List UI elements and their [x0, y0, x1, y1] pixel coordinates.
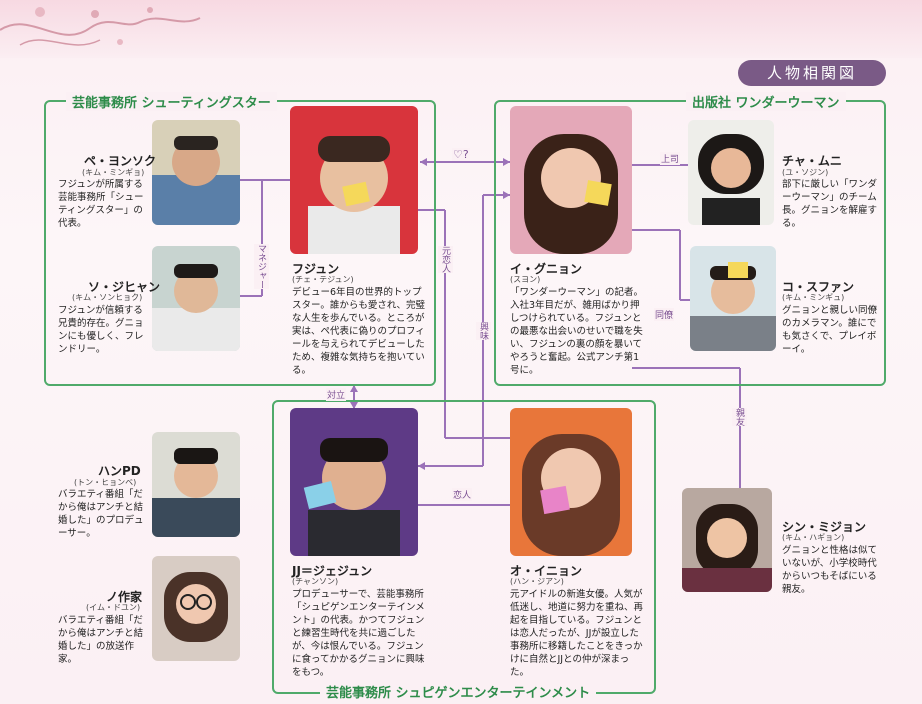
yomi-gunyon: (スヨン): [510, 275, 541, 284]
header-band: [0, 0, 922, 58]
group-label-wonder-woman: 出版社 ワンダーウーマン: [686, 92, 846, 111]
yomi-so-jihyan: (キム・ソンヒョク): [72, 293, 143, 302]
photo-ko-sufan: [690, 246, 776, 351]
group-label-shooting-star: 芸能事務所 シューティングスター: [66, 92, 277, 111]
photo-shin-mijon: [682, 488, 772, 592]
name-inyon: オ・イニョン: [510, 564, 583, 578]
relation-ex-lover: 元恋人: [438, 246, 453, 273]
photo-so-jihyan: [152, 246, 240, 351]
photo-pe-yonsok: [152, 120, 240, 225]
floral-ornament: [0, 7, 201, 46]
chart-title: 人物相関図: [738, 60, 886, 86]
desc-fujun: デビュー6年目の世界的トップスター。誰からも愛され、完璧な人生を歩んでいる。とこ…: [292, 287, 426, 376]
desc-han-pd: バラエティ番組「だから俺はアンチと結婚した」のプロデューサー。: [58, 489, 144, 539]
relation-boss: 上司: [660, 152, 681, 165]
relation-lovers: 恋人: [452, 488, 473, 501]
photo-cha-muni: [688, 120, 774, 225]
desc-no-writer: バラエティ番組「だから俺はアンチと結婚した」の放送作家。: [58, 615, 144, 665]
yomi-fujun: (チェ・テジュン): [292, 275, 354, 284]
yomi-cha-muni: (ユ・ソジン): [782, 168, 829, 177]
photo-han-pd: [152, 432, 240, 537]
name-shin-mijon: シン・ミジョン: [782, 520, 867, 534]
name-cha-muni: チャ・ムニ: [782, 154, 842, 168]
yomi-pe-yonsok: (キム・ミンギョ): [82, 168, 145, 177]
photo-inyon: [510, 408, 632, 556]
name-fujun: フジュン: [292, 262, 340, 276]
desc-cha-muni: 部下に厳しい「ワンダーウーマン」のチーム長。グニョンを解雇する。: [782, 179, 878, 229]
yomi-ko-sufan: (キム・ミンギュ): [782, 293, 845, 302]
relation-manager: マネジャー: [254, 244, 269, 289]
name-han-pd: ハンPD: [98, 464, 141, 478]
desc-inyon: 元アイドルの新進女優。人気が低迷し、地道に努力を重ね、再起を目指している。フジュ…: [510, 589, 644, 678]
desc-jj: プロデューサーで、芸能事務所「シュピゲンエンターテインメント」の代表。かつてフジ…: [292, 589, 425, 678]
yomi-no-writer: (イム・ドユン): [86, 603, 141, 612]
name-jj: JJ＝ジェジュン: [292, 564, 373, 578]
relation-love-question: ♡?: [452, 148, 470, 161]
group-label-shippugen: 芸能事務所 シュピゲンエンターテインメント: [320, 682, 597, 701]
photo-jj: [290, 408, 418, 556]
yomi-jj: (チャンソン): [292, 577, 339, 586]
name-ko-sufan: コ・スファン: [782, 280, 855, 294]
name-so-jihyan: ソ・ジヒャン: [88, 280, 161, 294]
relation-interest: 興味: [476, 322, 491, 340]
relation-best-friend: 親友: [732, 408, 747, 426]
photo-gunyon: [510, 106, 632, 254]
name-no-writer: ノ作家: [106, 590, 143, 604]
yomi-han-pd: (トン・ヒョンベ): [74, 478, 137, 487]
yomi-inyon: (ハン・ジアン): [510, 577, 564, 586]
desc-pe-yonsok: フジュンが所属する芸能事務所「シューティングスター」の代表。: [58, 179, 144, 229]
name-gunyon: イ・グニョン: [510, 262, 583, 276]
desc-ko-sufan: グニョンと親しい同僚のカメラマン。誰にでも気さくで、プレイボーイ。: [782, 305, 878, 355]
relation-colleague: 同僚: [654, 308, 675, 321]
desc-so-jihyan: フジュンが信頼する兄貴的存在。グニョンにも優しく、フレンドリー。: [58, 305, 144, 355]
photo-fujun: [290, 106, 418, 254]
desc-shin-mijon: グニョンと性格は似ていないが、小学校時代からいつもそばにいる親友。: [782, 545, 878, 595]
name-pe-yonsok: ペ・ヨンソク: [84, 154, 157, 168]
photo-no-writer: [152, 556, 240, 661]
relation-rival: 対立: [326, 388, 347, 401]
desc-gunyon: 「ワンダーウーマン」の記者。入社3年目だが、雑用ばかり押しつけられている。フジュ…: [510, 287, 644, 376]
yomi-shin-mijon: (キム・ハギョン): [782, 533, 845, 542]
